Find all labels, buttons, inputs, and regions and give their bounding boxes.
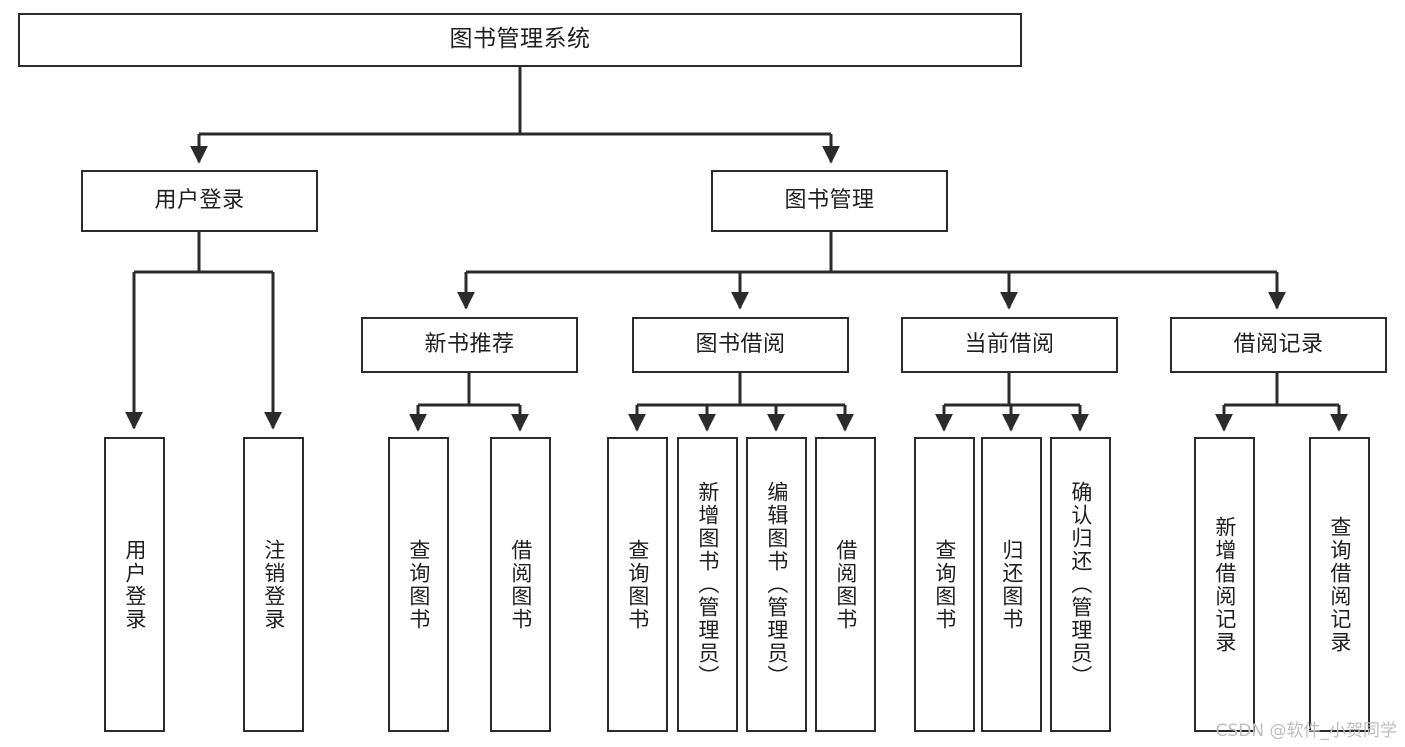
node-label: 查询借阅记录 (1327, 515, 1352, 654)
node-borrow-records[interactable]: 借阅记录 (1170, 317, 1387, 373)
node-book-borrow[interactable]: 图书借阅 (632, 317, 849, 373)
node-label: 确认归还（管理员） (1068, 481, 1093, 688)
node-label: 用户登录 (122, 538, 147, 631)
node-label: 借阅图书 (508, 538, 533, 631)
node-label: 用户登录 (154, 187, 245, 213)
node-label: 图书借阅 (695, 331, 786, 357)
node-root-book-management-system[interactable]: 图书管理系统 (18, 13, 1022, 67)
node-label: 新增图书（管理员） (695, 481, 720, 688)
node-new-book-recommend[interactable]: 新书推荐 (361, 317, 578, 373)
node-label: 新增借阅记录 (1212, 515, 1237, 654)
node-label: 查询图书 (932, 538, 957, 631)
node-label: 注销登录 (261, 538, 286, 631)
node-label: 编辑图书（管理员） (764, 481, 789, 688)
node-label: 借阅记录 (1233, 331, 1324, 357)
node-label: 归还图书 (999, 538, 1024, 631)
node-current-borrow[interactable]: 当前借阅 (901, 317, 1118, 373)
leaf-borrow-edit-book-admin[interactable]: 编辑图书（管理员） (746, 437, 807, 732)
leaf-borrow-query-book[interactable]: 查询图书 (607, 437, 668, 732)
node-label: 新书推荐 (424, 331, 515, 357)
leaf-borrow-borrow-book[interactable]: 借阅图书 (815, 437, 876, 732)
node-label: 查询图书 (406, 538, 431, 631)
leaf-records-add-record[interactable]: 新增借阅记录 (1194, 437, 1255, 732)
leaf-current-confirm-return-admin[interactable]: 确认归还（管理员） (1050, 437, 1111, 732)
leaf-current-query-book[interactable]: 查询图书 (914, 437, 975, 732)
leaf-new-book-borrow[interactable]: 借阅图书 (490, 437, 551, 732)
leaf-borrow-add-book-admin[interactable]: 新增图书（管理员） (677, 437, 738, 732)
leaf-user-login-logout[interactable]: 注销登录 (243, 437, 304, 732)
node-label: 图书管理 (784, 187, 875, 213)
node-label: 图书管理系统 (449, 26, 591, 53)
node-label: 当前借阅 (964, 331, 1055, 357)
leaf-current-return-book[interactable]: 归还图书 (981, 437, 1042, 732)
leaf-new-book-query[interactable]: 查询图书 (388, 437, 449, 732)
leaf-records-query-record[interactable]: 查询借阅记录 (1309, 437, 1370, 732)
node-book-management[interactable]: 图书管理 (711, 170, 948, 232)
node-user-login[interactable]: 用户登录 (81, 170, 318, 232)
leaf-user-login-login[interactable]: 用户登录 (104, 437, 165, 732)
node-label: 借阅图书 (833, 538, 858, 631)
csdn-watermark: CSDN @软件_小贺同学 (1215, 721, 1397, 741)
node-label: 查询图书 (625, 538, 650, 631)
